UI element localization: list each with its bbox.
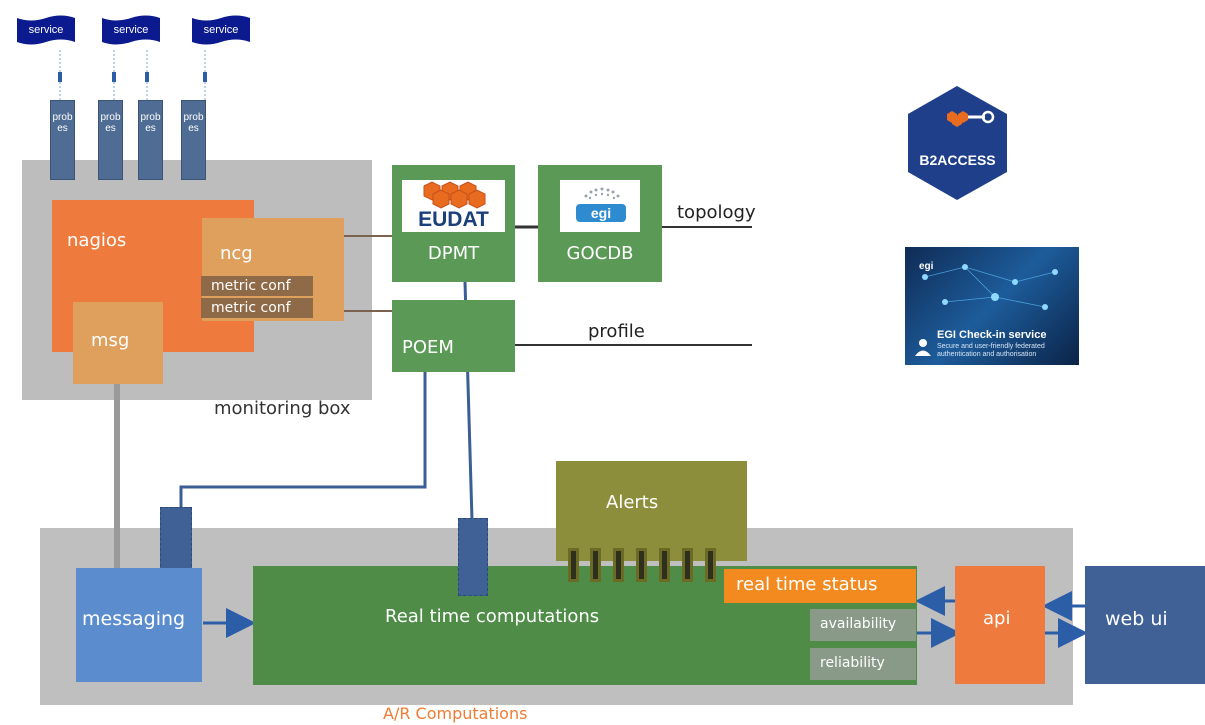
alert-slot <box>705 548 716 582</box>
probes-block-1: probes <box>50 100 75 180</box>
link-tick <box>145 72 149 82</box>
eudat-logo-text: EUDAT <box>418 208 489 231</box>
monitoring-box-label: monitoring box <box>214 398 351 419</box>
poem-label: POEM <box>402 337 454 358</box>
service-node-2: service <box>100 15 162 45</box>
webui-box: web ui <box>1085 566 1205 684</box>
probes-block-3: probes <box>138 100 163 180</box>
user-check-icon <box>915 339 931 356</box>
metric-conf-2: metric conf <box>201 298 313 318</box>
dpmt-label: DPMT <box>427 243 480 264</box>
realtime-label: Real time computations <box>385 606 600 627</box>
nagios-label: nagios <box>67 230 127 251</box>
webui-label: web ui <box>1105 608 1168 630</box>
egi-checkin-banner: egi EGI Check-in service Secure and user… <box>905 247 1079 365</box>
dpmt-box: EUDAT DPMT <box>392 165 515 282</box>
alerts-box: Alerts <box>556 461 747 561</box>
checkin-brand: egi <box>919 261 934 272</box>
egi-logo-icon <box>576 187 626 222</box>
metric-conf-1: metric conf <box>201 276 313 296</box>
b2access-logo: B2ACCESS <box>905 84 1010 202</box>
alert-slot <box>568 548 579 582</box>
checkin-title: EGI Check-in service <box>937 329 1047 341</box>
egi-logo-text: egi <box>590 205 612 221</box>
msg-box: msg <box>73 302 163 384</box>
messaging-box: messaging <box>76 568 202 682</box>
eudat-logo: EUDAT <box>402 180 505 232</box>
service-node-1: service <box>15 15 77 45</box>
egi-logo: egi <box>560 180 640 232</box>
network-graphic-icon <box>922 264 1058 310</box>
alert-slot <box>682 548 693 582</box>
probes-block-4: probes <box>181 100 206 180</box>
poem-box: POEM <box>392 300 515 372</box>
ncg-label: ncg <box>220 243 253 264</box>
gocdb-box: egi GOCDB <box>538 165 662 282</box>
reliability-item: reliability <box>810 648 916 680</box>
probes-block-2: probes <box>98 100 123 180</box>
alerts-label: Alerts <box>606 492 659 513</box>
profile-label: profile <box>588 321 645 342</box>
availability-item: availability <box>810 609 916 641</box>
alert-slot <box>636 548 647 582</box>
realtime-status-badge: real time status <box>724 569 916 603</box>
b2access-hexagon-icon <box>908 86 1007 200</box>
realtime-connector <box>458 518 488 596</box>
link-tick <box>58 72 62 82</box>
msg-label: msg <box>91 330 130 351</box>
api-box: api <box>955 566 1045 684</box>
link-tick <box>203 72 207 82</box>
checkin-subtitle: Secure and user-friendly federated authe… <box>937 343 1045 358</box>
alert-slot <box>659 548 670 582</box>
alert-slot <box>590 548 601 582</box>
messaging-label: messaging <box>82 608 186 630</box>
topology-label: topology <box>677 202 756 223</box>
api-label: api <box>983 608 1011 629</box>
link-tick <box>112 72 116 82</box>
service-node-3: service <box>190 15 252 45</box>
service-label: service <box>28 24 64 36</box>
service-label: service <box>203 24 239 36</box>
alert-slot <box>613 548 624 582</box>
eudat-logo-icon <box>423 181 486 209</box>
ar-computations-label: A/R Computations <box>383 704 528 723</box>
b2access-label: B2ACCESS <box>919 152 996 168</box>
gocdb-label: GOCDB <box>566 243 634 264</box>
service-label: service <box>113 24 149 36</box>
